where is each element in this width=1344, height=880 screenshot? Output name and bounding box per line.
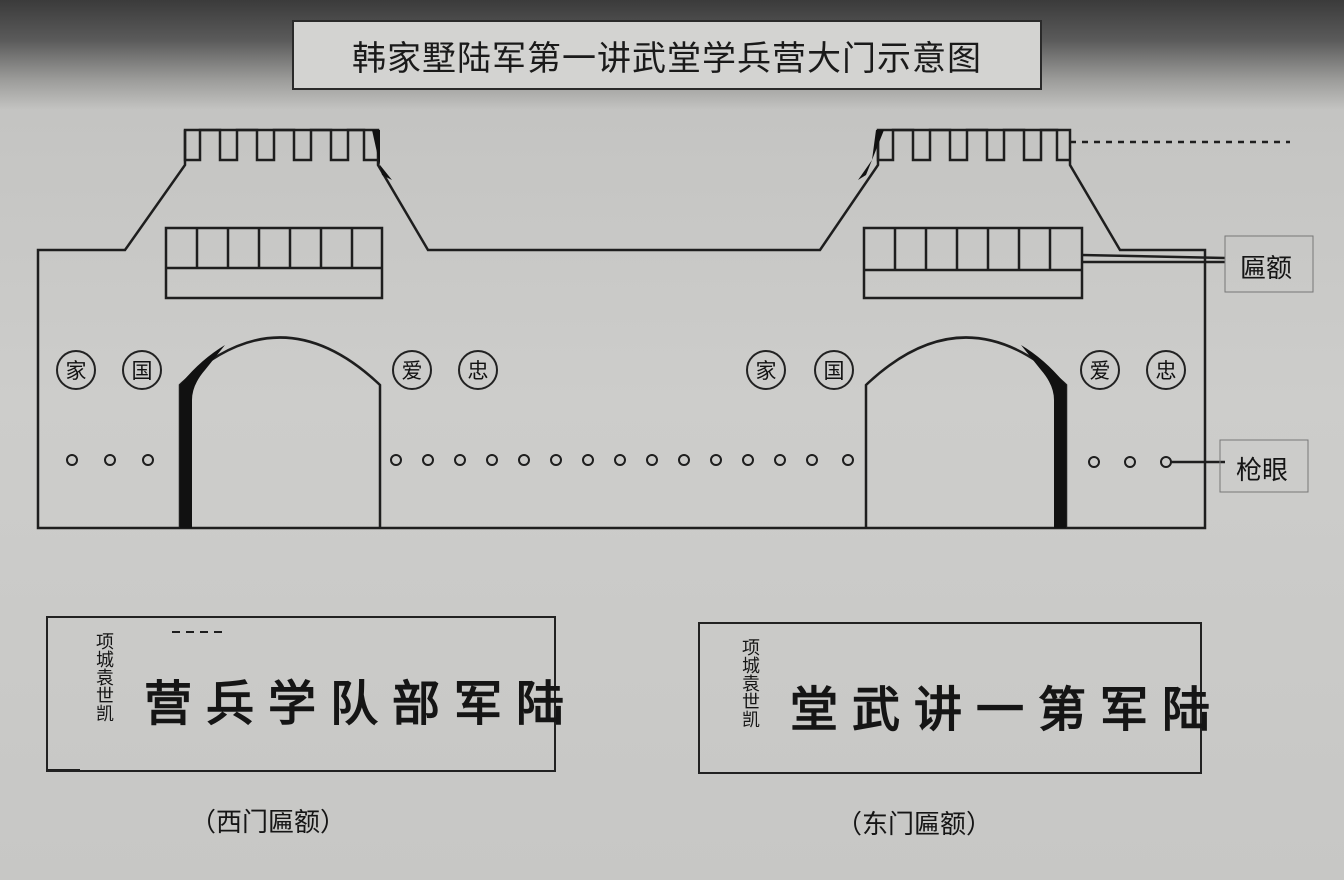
loophole <box>646 454 658 466</box>
west-circle-char-ai: 爱 <box>392 350 432 390</box>
east-plaque-caption: （东门匾额） <box>836 810 993 840</box>
loophole <box>66 454 78 466</box>
loophole <box>454 454 466 466</box>
loophole <box>104 454 116 466</box>
loophole <box>1124 456 1136 468</box>
west-gate-arch <box>178 336 382 528</box>
west-plaque-signature: 项城袁世凯 <box>93 632 114 722</box>
loophole <box>142 454 154 466</box>
west-plaque-caption: （西门匾额） <box>190 808 347 838</box>
east-circle-char-ai: 爱 <box>1080 350 1120 390</box>
loophole <box>518 454 530 466</box>
loophole <box>710 454 722 466</box>
east-building-plaque-grid <box>864 228 1082 272</box>
west-circle-char-zhong: 忠 <box>458 350 498 390</box>
loophole-label-frame <box>1219 439 1309 493</box>
loophole <box>422 454 434 466</box>
loophole <box>1088 456 1100 468</box>
west-circle-char-jia: 家 <box>56 350 96 390</box>
east-plaque: 项城袁世凯 堂武讲一第军陆 <box>698 622 1210 774</box>
east-crenellations <box>876 128 1070 162</box>
loophole <box>806 454 818 466</box>
east-arch-shading <box>1021 345 1066 528</box>
loophole <box>842 454 854 466</box>
loophole <box>550 454 562 466</box>
east-gate-arch <box>864 336 1068 528</box>
west-plaque: 项城袁世凯 营兵学队部军陆 <box>46 616 564 772</box>
west-crenellations <box>183 128 378 162</box>
east-tower-edge-shading <box>858 130 884 180</box>
east-plaque-signature: 项城袁世凯 <box>739 638 760 728</box>
plaque-label: 匾额 <box>1240 254 1293 284</box>
loophole <box>678 454 690 466</box>
loophole <box>774 454 786 466</box>
loophole-label: 枪眼 <box>1236 456 1289 486</box>
east-circle-char-zhong: 忠 <box>1146 350 1186 390</box>
loophole <box>742 454 754 466</box>
loophole <box>1160 456 1172 468</box>
loophole <box>614 454 626 466</box>
loophole <box>390 454 402 466</box>
east-circle-char-guo: 国 <box>814 350 854 390</box>
plaque-leader-line <box>1081 253 1226 264</box>
loophole <box>582 454 594 466</box>
east-circle-char-jia: 家 <box>746 350 786 390</box>
west-building-plaque-grid <box>166 228 382 270</box>
west-arch-shading <box>180 345 225 528</box>
diagram-title: 韩家墅陆军第一讲武堂学兵营大门示意图 <box>292 20 1042 90</box>
east-plaque-text: 堂武讲一第军陆 <box>790 682 1225 738</box>
loophole <box>486 454 498 466</box>
west-circle-char-guo: 国 <box>122 350 162 390</box>
plaque-label-frame <box>1224 235 1314 293</box>
wall-outline <box>36 128 1207 530</box>
west-tower-edge-shading <box>372 130 392 180</box>
west-building-plaque-frame <box>164 226 384 300</box>
west-plaque-text: 营兵学队部军陆 <box>144 676 579 732</box>
